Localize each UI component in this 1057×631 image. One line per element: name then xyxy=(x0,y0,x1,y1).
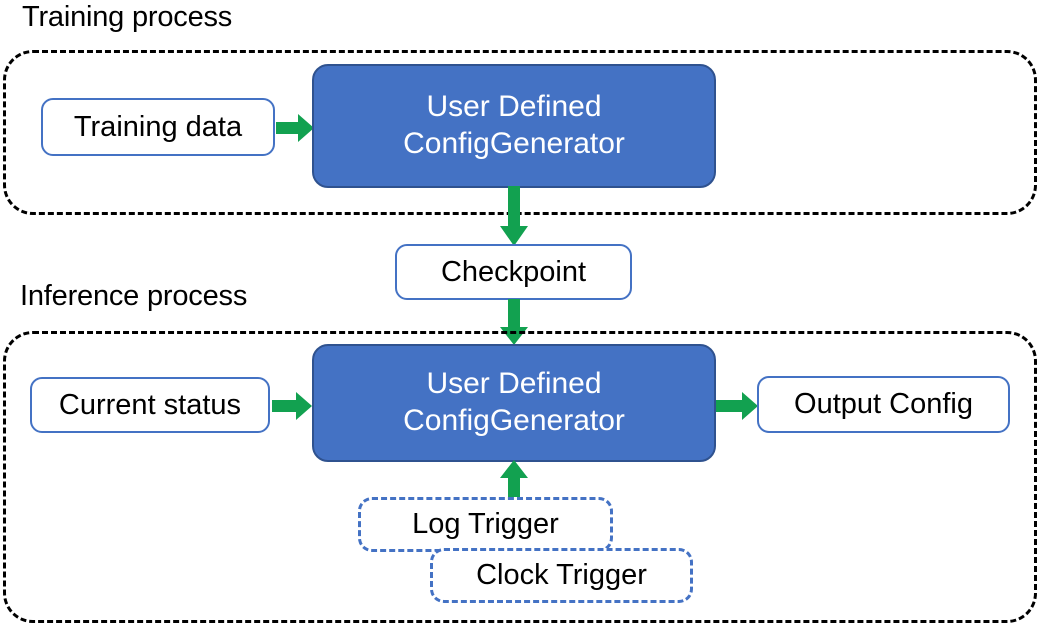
node-inference-config-generator-label-line1: User Defined xyxy=(426,367,602,401)
group-container-inference xyxy=(3,331,1037,623)
arrow-training-data-to-generator xyxy=(276,112,316,144)
node-training-config-generator-label-line2: ConfigGenerator xyxy=(403,127,625,160)
node-log-trigger[interactable]: Log Trigger xyxy=(358,497,613,552)
node-clock-trigger-label: Clock Trigger xyxy=(476,559,647,592)
node-output-config[interactable]: Output Config xyxy=(757,376,1010,433)
node-log-trigger-label: Log Trigger xyxy=(412,508,559,541)
group-title-training: Training process xyxy=(22,1,233,33)
node-training-data[interactable]: Training data xyxy=(41,98,275,156)
node-current-status-label: Current status xyxy=(58,388,242,421)
node-current-status[interactable]: Current status xyxy=(30,377,270,433)
arrow-generator-to-checkpoint xyxy=(498,186,530,248)
node-training-config-generator[interactable]: User Defined ConfigGenerator xyxy=(312,64,716,188)
node-output-config-label: Output Config xyxy=(794,388,973,421)
arrow-trigger-to-generator xyxy=(498,460,530,502)
node-inference-config-generator-label-line2: ConfigGenerator xyxy=(403,404,625,437)
node-checkpoint[interactable]: Checkpoint xyxy=(395,244,632,300)
node-training-data-label: Training data xyxy=(73,110,243,143)
arrow-generator-to-output-config xyxy=(716,390,760,422)
node-clock-trigger[interactable]: Clock Trigger xyxy=(430,548,693,603)
group-title-inference: Inference process xyxy=(20,280,248,312)
node-training-config-generator-label-line1: User Defined xyxy=(426,90,602,124)
node-checkpoint-label: Checkpoint xyxy=(440,255,587,288)
node-inference-config-generator[interactable]: User Defined ConfigGenerator xyxy=(312,344,716,462)
arrow-current-status-to-generator xyxy=(272,390,314,422)
